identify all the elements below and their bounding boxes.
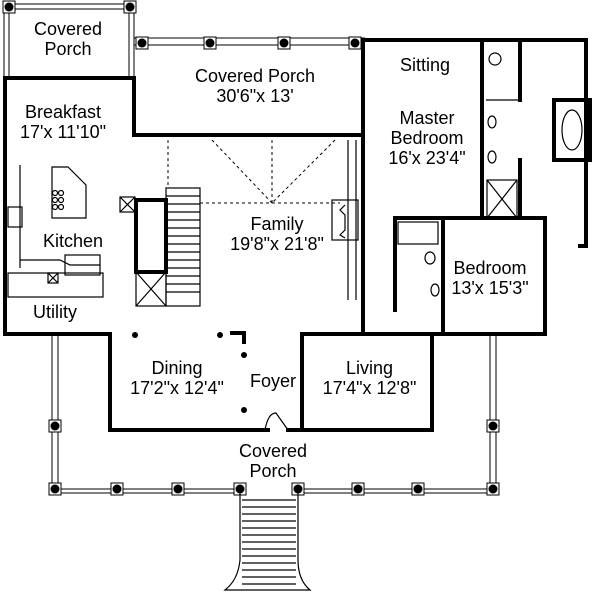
room-name: Bedroom xyxy=(453,258,527,278)
room-size: 13'x 15'3" xyxy=(451,278,529,298)
room-label-foyer: Foyer xyxy=(244,371,302,391)
room-name: Foyer xyxy=(249,371,296,391)
room-name: Utility xyxy=(33,302,77,322)
room-name-line: Covered xyxy=(238,441,308,461)
room-name: Family xyxy=(250,214,304,234)
room-size: 30'6"x 13' xyxy=(216,86,294,106)
porch-column xyxy=(112,484,122,494)
room-name: Breakfast xyxy=(24,102,102,122)
porch-column xyxy=(488,484,498,494)
room-name: Sitting xyxy=(399,55,451,75)
room-name-line: Porch xyxy=(44,39,92,59)
room-label-family: Family 19'8"x 21'8" xyxy=(212,214,342,254)
room-label-utility: Utility xyxy=(20,302,90,322)
room-size: 17'x 11'10" xyxy=(20,122,106,142)
room-label-living: Living 17'4"x 12'8" xyxy=(312,358,427,398)
room-name: Kitchen xyxy=(42,231,104,251)
ceiling-lines xyxy=(167,139,340,204)
front-porch xyxy=(48,334,500,496)
porch-column xyxy=(50,421,60,431)
porch-column xyxy=(173,484,183,494)
room-label-master-bedroom: Master Bedroom 16'x 23'4" xyxy=(372,108,482,168)
staircase xyxy=(119,187,201,307)
kitchen-fixtures xyxy=(7,165,104,298)
room-name: Living xyxy=(345,358,394,378)
room-name: Covered Porch xyxy=(194,66,316,86)
room-size: 19'8"x 21'8" xyxy=(230,234,324,254)
room-label-dining: Dining 17'2"x 12'4" xyxy=(122,358,232,398)
porch-column xyxy=(353,484,363,494)
room-label-bedroom: Bedroom 13'x 15'3" xyxy=(440,258,540,298)
interior-walls xyxy=(331,38,592,336)
foyer-details xyxy=(132,331,289,431)
room-size: 17'2"x 12'4" xyxy=(130,378,224,398)
room-name-line: Master xyxy=(399,108,455,128)
room-label-covered-porch-front: Covered Porch xyxy=(228,441,318,481)
room-name-line: Porch xyxy=(249,461,297,481)
room-name-line: Bedroom xyxy=(390,128,464,148)
room-label-kitchen: Kitchen xyxy=(28,231,118,251)
room-size: 17'4"x 12'8" xyxy=(322,378,417,398)
front-steps xyxy=(223,493,312,591)
room-name: Dining xyxy=(151,358,203,378)
room-size: 16'x 23'4" xyxy=(388,148,466,168)
room-label-sitting: Sitting xyxy=(380,55,470,75)
porch-column xyxy=(488,421,498,431)
room-label-covered-porch-rear: Covered Porch 30'6"x 13' xyxy=(150,66,360,106)
porch-column xyxy=(50,484,60,494)
rear-porch xyxy=(133,36,365,78)
room-name-line: Covered xyxy=(33,19,103,39)
porch-column xyxy=(413,484,423,494)
porch-column xyxy=(293,484,303,494)
porch-column xyxy=(235,484,245,494)
room-label-covered-porch-rear-left: Covered Porch xyxy=(18,19,118,59)
room-label-breakfast: Breakfast 17'x 11'10" xyxy=(8,102,118,142)
